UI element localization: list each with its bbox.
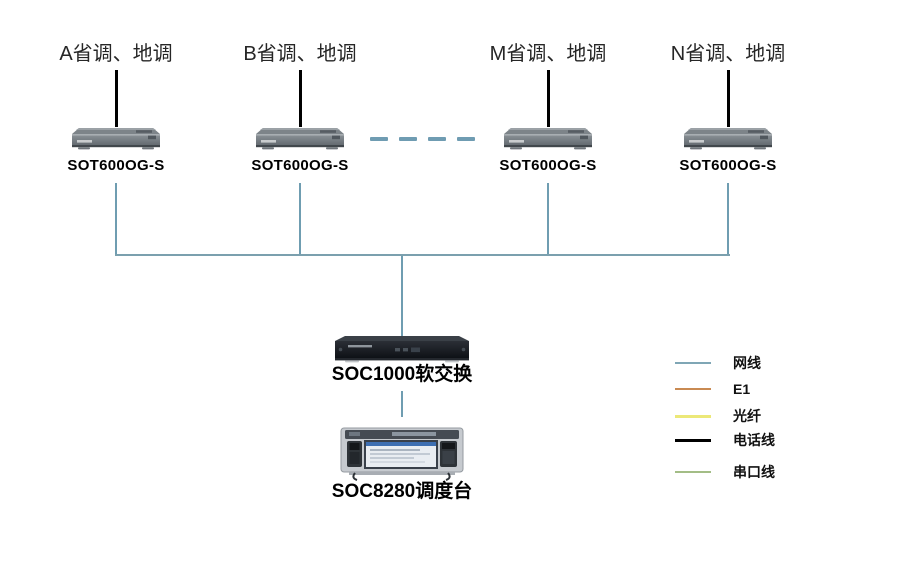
gateway-name-label: SOT600OG-S	[251, 157, 349, 174]
legend-item-label: 网线	[733, 355, 761, 371]
core-stack: SOC1000软交换 SOC8280调度台	[302, 336, 502, 503]
legend-item: 电话线	[675, 431, 775, 449]
sot600og-gateway-icon	[504, 128, 592, 150]
dispatch-label-connector-line	[114, 70, 118, 127]
legend-line-fiber	[675, 414, 711, 418]
dash	[370, 137, 388, 141]
sot600og-gateway-icon	[256, 128, 344, 150]
legend-item: 串口线	[675, 463, 775, 481]
gateway-name-label: SOT600OG-S	[679, 157, 777, 174]
softswitch-uplink-line	[401, 256, 403, 338]
gateway-network-line	[727, 183, 729, 256]
dispatch-label-connector-line	[546, 70, 550, 127]
legend-item-label: E1	[733, 381, 751, 397]
dispatch-center-label: M省调、地调	[489, 43, 607, 65]
legend-line-serial	[675, 471, 711, 473]
dispatch-center-label: B省调、地调	[243, 43, 357, 65]
legend-line-phone	[675, 438, 711, 442]
gateway-name-label: SOT600OG-S	[499, 157, 597, 174]
node-column-m: M省调、地调 SOT600OG-S	[448, 42, 648, 256]
ellipsis-dashes-icon	[370, 137, 475, 141]
legend-line-network	[675, 362, 711, 364]
softswitch-name-label: SOC1000软交换	[331, 364, 473, 385]
node-column-a: A省调、地调 SOT600OG-S	[16, 42, 216, 256]
gateway-name-label: SOT600OG-S	[67, 157, 165, 174]
dispatch-label-connector-line	[726, 70, 730, 127]
sot600og-gateway-icon	[684, 128, 772, 150]
dash	[428, 137, 446, 141]
trunk-bus-line	[115, 254, 730, 256]
legend-item-label: 串口线	[733, 464, 775, 480]
dash	[457, 137, 475, 141]
legend-item-label: 光纤	[733, 408, 761, 424]
legend-item: 光纤	[675, 407, 761, 425]
legend-item: 网线	[675, 354, 761, 372]
dispatch-label-connector-line	[298, 70, 302, 127]
gateway-network-line	[115, 183, 117, 256]
legend-item-label: 电话线	[733, 432, 775, 448]
gateway-network-line	[299, 183, 301, 256]
gateway-network-line	[547, 183, 549, 256]
soc8280-console-icon	[340, 427, 464, 481]
dash	[399, 137, 417, 141]
legend-item: E1	[675, 380, 750, 398]
console-name-label: SOC8280调度台	[331, 481, 473, 502]
dispatch-center-label: A省调、地调	[59, 43, 173, 65]
legend: 网线 E1 光纤 电话线 串口线	[675, 354, 845, 484]
sot600og-gateway-icon	[72, 128, 160, 150]
node-column-b: B省调、地调 SOT600OG-S	[200, 42, 400, 256]
node-column-n: N省调、地调 SOT600OG-S	[628, 42, 828, 256]
legend-line-e1	[675, 388, 711, 390]
dispatch-center-label: N省调、地调	[670, 43, 786, 65]
console-link-line	[401, 391, 403, 417]
soc1000-softswitch-icon	[335, 336, 469, 363]
